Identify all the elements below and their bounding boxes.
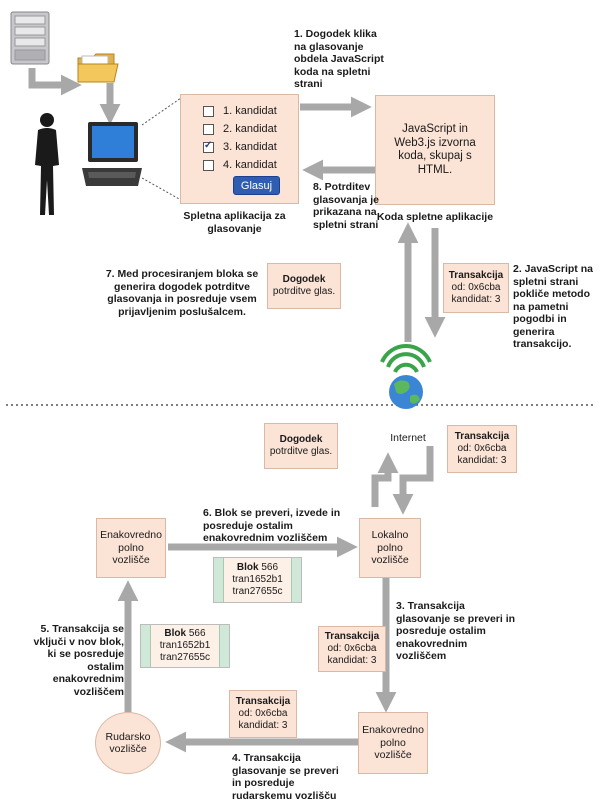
transaction-candidate: kandidat: 3 xyxy=(451,294,501,305)
block-tx: tran1652b1 xyxy=(232,574,283,585)
event-subtitle: potrditve glas. xyxy=(272,286,336,297)
person-icon xyxy=(30,110,64,220)
voting-app-caption: Spletna aplikacija za glasovanje xyxy=(183,210,286,235)
transaction-box-4: Transakcija od: 0x6cba kandidat: 3 xyxy=(229,690,297,738)
arrow-local-up xyxy=(371,452,399,507)
server-icon xyxy=(9,10,53,66)
transaction-candidate: kandidat: 3 xyxy=(457,455,507,466)
transaction-from: od: 0x6cba xyxy=(451,282,501,293)
block-box-1: Blok 566 tran1652b1 tran27655c xyxy=(213,557,302,603)
transaction-box-1: Transakcija od: 0x6cba kandidat: 3 xyxy=(443,263,509,313)
folder-icon xyxy=(76,50,120,86)
transaction-candidate: kandidat: 3 xyxy=(327,655,377,666)
equivalent-node-left: Enakovredno polno vozlišče xyxy=(96,518,166,578)
block-tx: tran27655c xyxy=(159,652,211,663)
transaction-from: od: 0x6cba xyxy=(238,708,288,719)
block-title: Blok xyxy=(236,562,259,573)
internet-label: Internet xyxy=(390,432,426,444)
event-box-top: Dogodek potrditve glas. xyxy=(267,263,341,309)
block-number: 566 xyxy=(261,562,279,573)
transaction-box-2: Transakcija od: 0x6cba kandidat: 3 xyxy=(447,425,517,473)
step-3-note: 3. Transakcija glasovanje se preveri in … xyxy=(396,600,516,662)
laptop-icon xyxy=(80,120,144,190)
internet-globe-icon xyxy=(370,330,442,414)
step-2-note: 2. JavaScript na spletni strani pokliče … xyxy=(513,263,593,350)
miner-node: Rudarsko vozlišče xyxy=(95,712,161,774)
step-1-note: 1. Dogodek klika na glasovanje obdela Ja… xyxy=(294,28,384,90)
candidate-option[interactable]: 4. kandidat xyxy=(203,159,298,171)
block-box-2: Blok 566 tran1652b1 tran27655c xyxy=(140,624,230,668)
step-4-note: 4. Transakcija glasovanje se preveri in … xyxy=(232,752,339,802)
event-title: Dogodek xyxy=(279,434,323,445)
transaction-title: Transakcija xyxy=(235,696,291,707)
transaction-from: od: 0x6cba xyxy=(327,643,377,654)
vote-button[interactable]: Glasuj xyxy=(233,176,280,195)
transaction-title: Transakcija xyxy=(448,270,504,281)
step-7-note: 7. Med procesiranjem bloka se generira d… xyxy=(105,268,259,318)
candidate-label: 4. kandidat xyxy=(223,159,277,171)
candidate-checkbox-3[interactable] xyxy=(203,140,214,153)
candidate-label: 1. kandidat xyxy=(223,105,277,117)
candidate-label: 3. kandidat xyxy=(223,141,277,153)
transaction-title: Transakcija xyxy=(324,631,380,642)
arrow-internet-down xyxy=(392,446,434,515)
candidate-option[interactable]: 3. kandidat xyxy=(203,140,298,153)
block-number: 566 xyxy=(188,628,206,639)
step-8-note: 8. Potrditev glasovanja je prikazana na … xyxy=(313,181,379,231)
candidate-option[interactable]: 2. kandidat xyxy=(203,123,298,135)
block-tx: tran27655c xyxy=(232,586,283,597)
step-5-note: 5. Transakcija se vključi v nov blok, ki… xyxy=(33,623,124,698)
arrow-server-folder xyxy=(28,68,82,96)
block-title: Blok xyxy=(164,628,187,639)
candidate-checkbox-2[interactable] xyxy=(203,123,214,135)
candidate-checkbox-4[interactable] xyxy=(203,159,214,171)
candidate-checkbox-1[interactable] xyxy=(203,105,214,117)
step-6-note: 6. Blok se preveri, izvede in posreduje … xyxy=(203,507,341,544)
code-box-text: JavaScript in Web3.js izvorna koda, skup… xyxy=(394,123,476,176)
candidate-option[interactable]: 1. kandidat xyxy=(203,105,298,117)
code-box: JavaScript in Web3.js izvorna koda, skup… xyxy=(375,95,495,205)
event-subtitle: potrditve glas. xyxy=(269,446,333,457)
code-box-caption: Koda spletne aplikacije xyxy=(376,211,494,223)
transaction-box-3: Transakcija od: 0x6cba kandidat: 3 xyxy=(318,626,386,672)
transaction-from: od: 0x6cba xyxy=(457,443,507,454)
event-box-bottom: Dogodek potrditve glas. xyxy=(264,423,338,469)
transaction-title: Transakcija xyxy=(454,431,510,442)
candidate-label: 2. kandidat xyxy=(223,123,277,135)
local-node: Lokalno polno vozlišče xyxy=(359,518,421,578)
equivalent-node-bottom: Enakovredno polno vozlišče xyxy=(358,712,428,774)
event-title: Dogodek xyxy=(282,274,326,285)
block-tx: tran1652b1 xyxy=(159,640,211,651)
transaction-candidate: kandidat: 3 xyxy=(238,720,288,731)
